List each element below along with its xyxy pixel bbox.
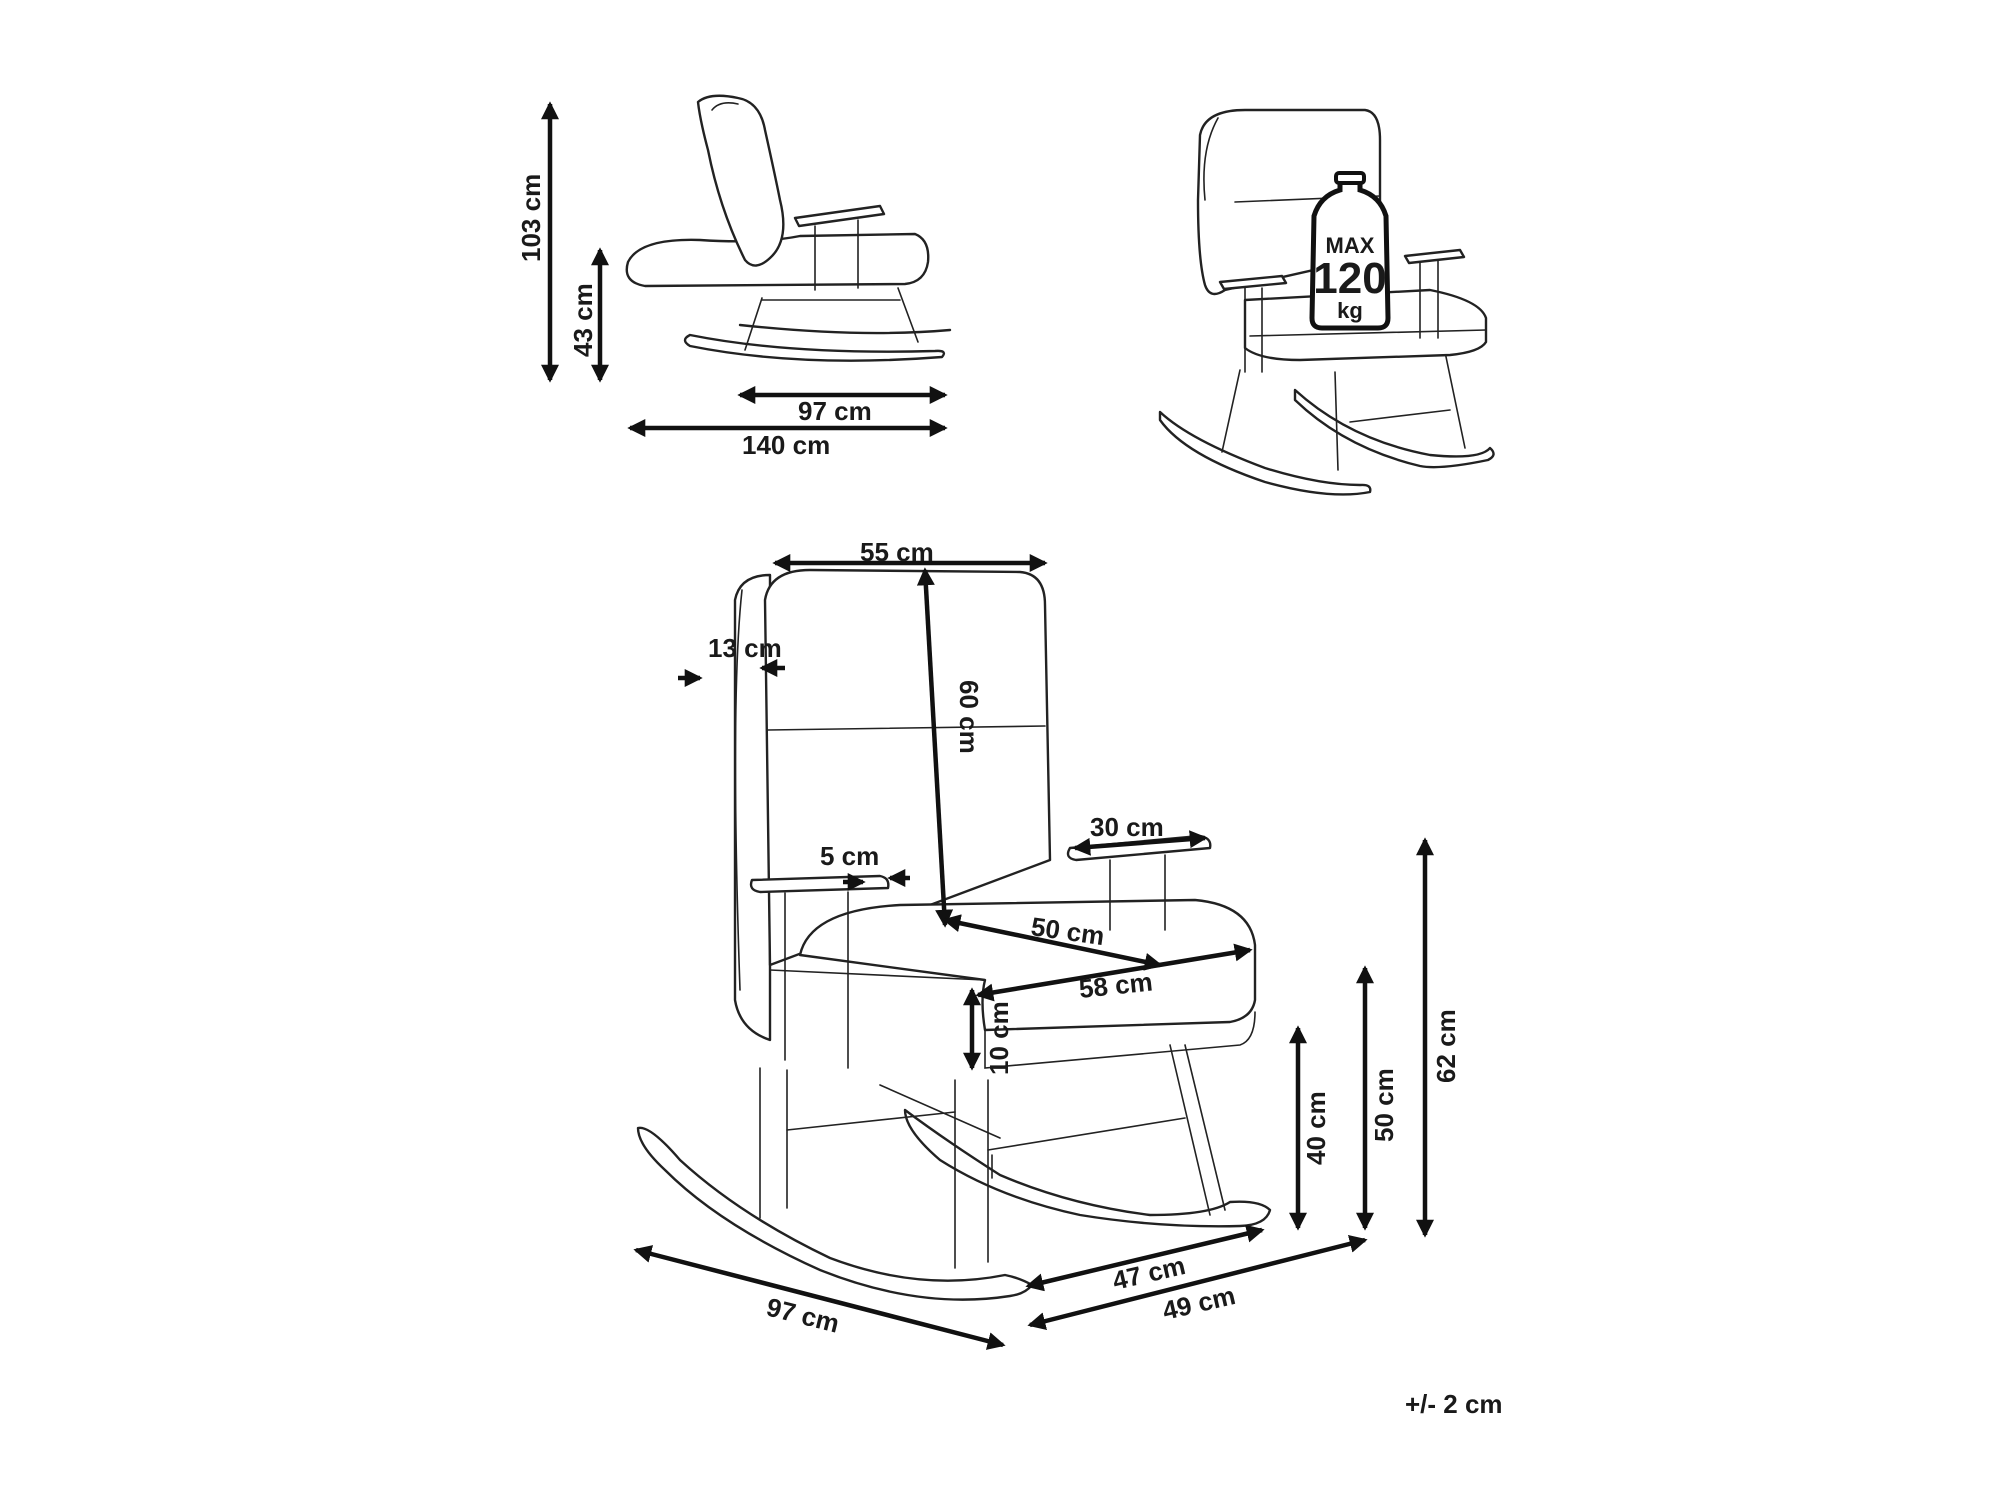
armrest-width-label: 5 cm: [820, 841, 879, 871]
cushion-thickness-label: 13 cm: [708, 633, 782, 663]
side-total-depth-label: 140 cm: [742, 430, 830, 460]
perspective-view-chair: [1158, 108, 1495, 496]
side-view-chair: [625, 94, 952, 362]
backrest-width-label: 55 cm: [860, 537, 934, 567]
side-seat-height-label: 43 cm: [568, 283, 598, 357]
armrest-floor-height-label: 62 cm: [1431, 1009, 1461, 1083]
max-load-weight-icon: [1309, 171, 1391, 331]
max-load-unit: kg: [1337, 298, 1363, 323]
max-load-value: 120: [1313, 254, 1386, 303]
seat-thickness-label: 10 cm: [984, 1001, 1014, 1075]
armrest-length-label: 30 cm: [1090, 812, 1164, 842]
seat-floor-height-label: 50 cm: [1369, 1068, 1399, 1142]
base-height-label: 40 cm: [1301, 1091, 1331, 1165]
side-total-height-label: 103 cm: [516, 174, 546, 262]
side-rocker-length-label: 97 cm: [798, 396, 872, 426]
max-load-label: MAX: [1326, 233, 1375, 258]
backrest-height-label: 60 cm: [954, 680, 984, 754]
tolerance-label: +/- 2 cm: [1405, 1389, 1503, 1419]
main-view-chair: [636, 568, 1272, 1301]
